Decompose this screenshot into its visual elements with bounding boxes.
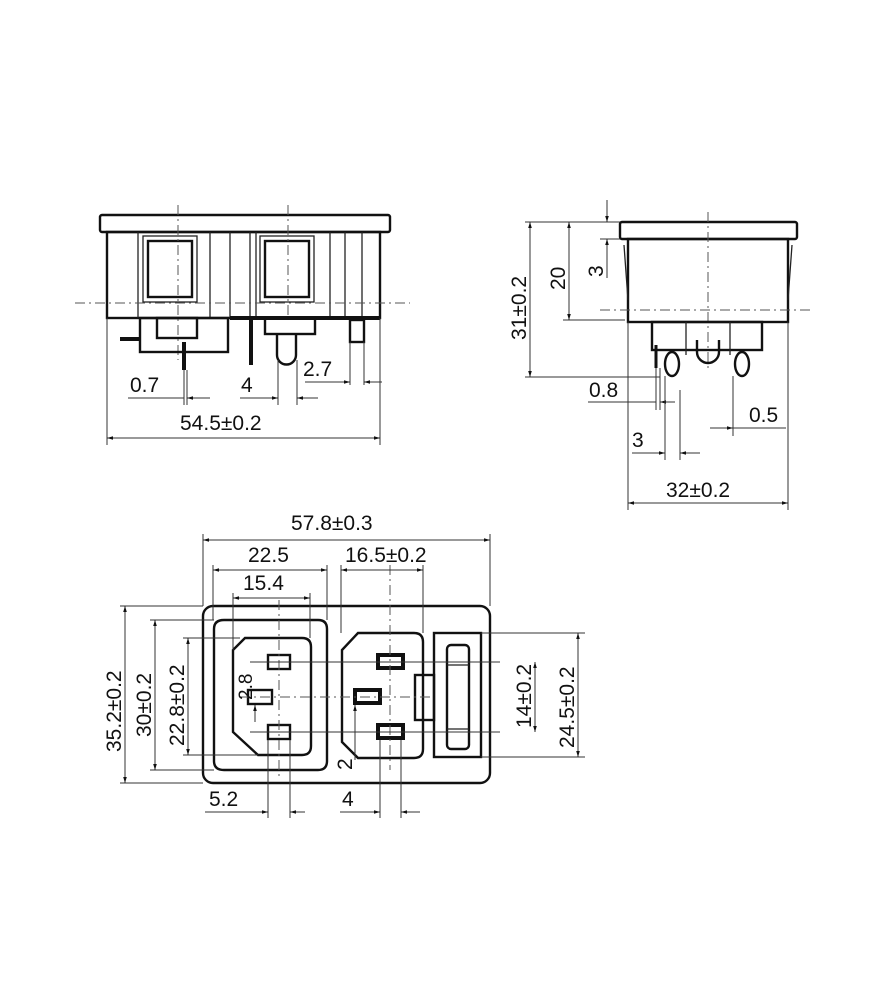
dim-pin-spacing: 3 (632, 429, 644, 452)
dim-right-pin: 2.7 (303, 358, 332, 381)
dim-pin-pitch: 4 (241, 374, 253, 397)
dim-overall-width: 54.5±0.2 (180, 412, 262, 435)
dim-outlet-width: 16.5±0.2 (345, 544, 427, 567)
dim-fuse-holder-height: 24.5±0.2 (556, 666, 579, 748)
dim-pin-spacing-left: 5.2 (209, 788, 238, 811)
dim-inlet-width: 22.5 (248, 544, 289, 567)
dim-inlet-height: 30±0.2 (133, 673, 156, 737)
dim-depth: 32±0.2 (666, 479, 730, 502)
front-view: 0.7 4 2.7 54.5±0.2 (75, 205, 410, 445)
dim-pin-thickness: 0.7 (130, 374, 159, 397)
dim-body-height: 20 (547, 267, 570, 290)
face-view: 57.8±0.3 22.5 16.5±0.2 15.4 35.2±0.2 30±… (103, 512, 585, 818)
dim-fuse-span: 14±0.2 (513, 664, 536, 728)
side-view: 31±0.2 20 3 0.8 0.5 3 32±0.2 (508, 200, 810, 510)
dim-pin-spacing-right: 4 (342, 788, 354, 811)
dim-inlet-inner-width: 15.4 (243, 572, 284, 595)
dim-inlet-inner-height: 22.8±0.2 (166, 664, 189, 746)
dim-overall-height: 31±0.2 (508, 276, 531, 340)
dim-outlet-pin-offset: 2 (334, 758, 357, 770)
dim-overall-height: 35.2±0.2 (103, 670, 126, 752)
dim-pin-offset: 2.8 (236, 674, 257, 700)
dim-flange: 3 (585, 265, 608, 277)
dim-pin-width: 0.5 (749, 404, 778, 427)
dim-overall-width: 57.8±0.3 (291, 512, 373, 535)
dim-pin-thickness: 0.8 (589, 379, 618, 402)
